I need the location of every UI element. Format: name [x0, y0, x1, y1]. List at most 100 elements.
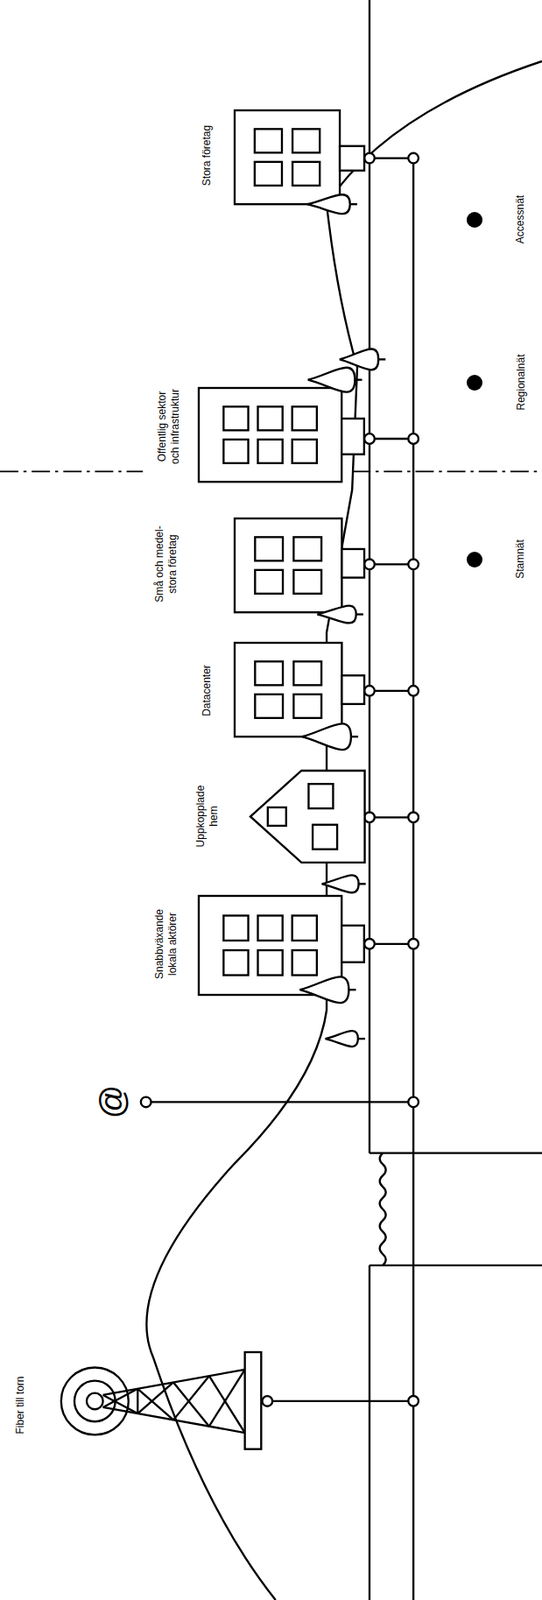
- window: [254, 161, 282, 186]
- connection-point: [408, 153, 419, 164]
- window: [292, 128, 320, 153]
- building-label: Stora företag: [200, 124, 214, 185]
- window: [292, 439, 317, 464]
- node-picture: [198, 387, 370, 482]
- connection-point: [140, 1097, 152, 1108]
- tree-trunk: [356, 612, 364, 615]
- fiber-link: [369, 816, 414, 818]
- node-picture: [234, 518, 370, 613]
- node-picture: [234, 642, 370, 737]
- tower-brace: [209, 1375, 246, 1433]
- window: [224, 406, 249, 430]
- building-label: Datacenter: [200, 664, 214, 717]
- fiber-link: [369, 943, 414, 945]
- window: [293, 661, 322, 685]
- fiber-trunk: [412, 158, 415, 1600]
- street-line: [368, 1265, 371, 1600]
- tower-brace: [136, 1388, 139, 1414]
- house-node: Uppkopplade hem: [250, 770, 370, 863]
- tower-brace: [137, 1381, 174, 1414]
- building-label: Uppkopplade hem: [194, 781, 221, 852]
- tree-trunk: [355, 378, 363, 381]
- fiber-link: [151, 1100, 415, 1103]
- door: [342, 925, 366, 963]
- fiber-link: [369, 437, 414, 440]
- building-node: Offentlig sektor och infrastruktur: [198, 387, 370, 482]
- signal-ring: [61, 1366, 129, 1435]
- tree: [317, 605, 357, 623]
- window: [292, 950, 317, 975]
- legend-swatch: [466, 211, 483, 228]
- connection-point: [262, 1395, 274, 1407]
- connection-point: [364, 938, 375, 950]
- tree: [308, 367, 356, 393]
- window: [254, 570, 283, 594]
- legend-text: Accessnät: [513, 195, 528, 244]
- tower-brace: [209, 1369, 246, 1427]
- window: [293, 694, 322, 718]
- building-wall: [234, 642, 342, 737]
- door: [342, 675, 366, 704]
- window: [254, 661, 283, 685]
- door: [339, 146, 365, 171]
- connection-point: [408, 1395, 419, 1407]
- window: [292, 406, 317, 430]
- window: [293, 570, 322, 594]
- tower-base: [245, 1351, 262, 1450]
- tree: [302, 723, 352, 750]
- node-picture: [198, 895, 370, 995]
- window: [312, 823, 338, 849]
- signal-ring: [74, 1379, 116, 1422]
- building-wall: [198, 387, 342, 482]
- connection-point: [408, 938, 419, 950]
- horizon-line: [146, 61, 542, 1600]
- connection-point: [408, 811, 419, 823]
- connection-point: [364, 433, 375, 444]
- window: [224, 915, 249, 941]
- tree: [300, 976, 350, 1003]
- building-label: Offentlig sektor och infrastruktur: [154, 385, 182, 469]
- connection-point: [364, 559, 375, 571]
- tree: [321, 874, 359, 893]
- window: [292, 915, 317, 941]
- node-picture: [56, 1351, 268, 1450]
- bridge-edge: [369, 1264, 542, 1267]
- tree-trunk: [350, 203, 358, 205]
- connection-point: [408, 685, 419, 697]
- building-node: Snabbväxande lokala aktörer: [198, 895, 370, 995]
- connection-point: [408, 1097, 419, 1108]
- tree-trunk: [351, 735, 359, 738]
- tower-node: Fiber till torn: [56, 1351, 268, 1450]
- building-node: Stora företag: [234, 110, 370, 205]
- tree-trunk: [358, 882, 366, 885]
- window: [224, 439, 249, 464]
- building-wall: [234, 518, 342, 613]
- connection-point: [408, 559, 419, 571]
- building-node: Små och medel- stora företag: [234, 518, 370, 613]
- window: [224, 950, 249, 975]
- door: [342, 549, 366, 578]
- tree: [307, 194, 351, 214]
- connection-point: [408, 433, 419, 444]
- tower-brace: [173, 1381, 210, 1426]
- window: [254, 536, 283, 561]
- at-symbol: @: [95, 1084, 129, 1120]
- tree-trunk: [349, 988, 357, 991]
- building-label: Fiber till torn: [14, 1375, 28, 1434]
- window: [308, 783, 333, 809]
- window: [254, 128, 282, 153]
- connection-point: [364, 685, 375, 697]
- window: [267, 807, 286, 826]
- bridge-edge: [369, 1151, 542, 1154]
- tower-brace: [173, 1375, 210, 1420]
- connection-point: [364, 153, 375, 164]
- fiber-link: [369, 156, 414, 159]
- house-wall: [250, 770, 366, 863]
- node-picture: [234, 110, 370, 205]
- tower-brace: [103, 1388, 139, 1408]
- door: [342, 418, 366, 455]
- street-line: [368, 0, 371, 1154]
